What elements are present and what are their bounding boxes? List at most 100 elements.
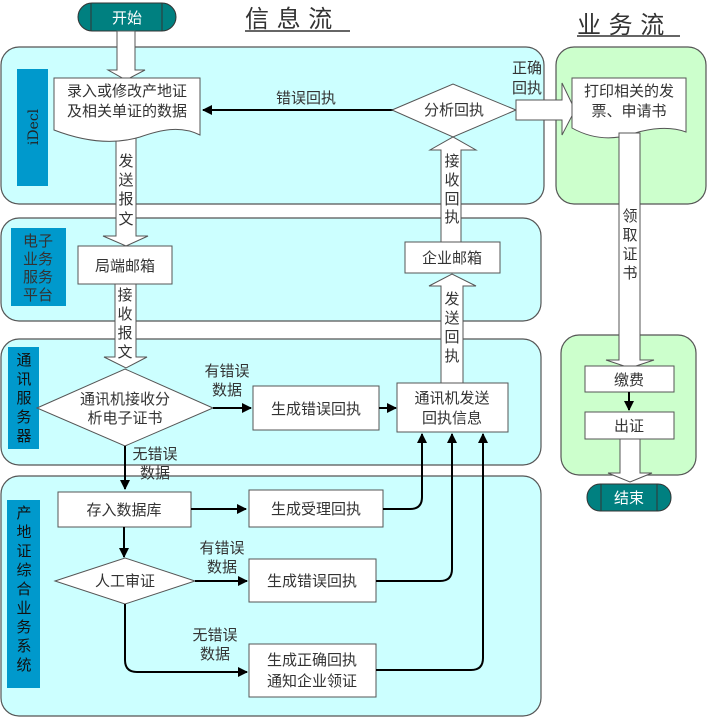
- svg-text:无错误: 无错误: [192, 626, 237, 644]
- svg-text:通知企业领证: 通知企业领证: [267, 672, 357, 690]
- lane-label-origin: 产 地 证 综 合 业 务 系 统: [16, 504, 31, 674]
- node-enterprise-mailbox: [404, 241, 501, 274]
- edge-label-correct-receipt: 正确 回执: [512, 59, 542, 97]
- svg-text:送: 送: [444, 309, 459, 327]
- svg-text:取: 取: [622, 226, 637, 244]
- svg-text:通讯机接收分: 通讯机接收分: [80, 390, 170, 408]
- svg-text:回执: 回执: [512, 79, 542, 97]
- svg-text:证: 证: [16, 542, 31, 560]
- svg-text:出证: 出证: [614, 417, 644, 435]
- node-store-db: [57, 491, 192, 528]
- edge-label-collect-cert: 领 取 证 书: [622, 207, 637, 282]
- svg-text:证: 证: [622, 245, 637, 263]
- svg-text:结束: 结束: [614, 489, 644, 507]
- svg-text:开始: 开始: [112, 9, 142, 27]
- node-pay-fee: [584, 365, 675, 393]
- svg-text:及相关单证的数据: 及相关单证的数据: [67, 102, 187, 120]
- svg-text:无错误: 无错误: [132, 445, 177, 463]
- svg-text:业务: 业务: [23, 250, 53, 268]
- svg-text:回: 回: [444, 328, 459, 346]
- edge-label-send-message: 发 送 报 文: [118, 152, 133, 228]
- edge-label-receive-message: 接 收 报 文: [117, 286, 132, 361]
- arrow-start-to-input: [106, 30, 146, 81]
- svg-text:通: 通: [16, 351, 31, 369]
- edge-label-no-error-2: 无错误 数据: [192, 626, 237, 663]
- lane-label-ebiz: 电子 业务 服务 平台: [23, 232, 53, 304]
- svg-text:分析回执: 分析回执: [424, 101, 484, 119]
- header-business-flow: 业 务 流: [577, 11, 664, 39]
- svg-text:业: 业: [16, 599, 31, 617]
- svg-text:票、申请书: 票、申请书: [591, 102, 666, 120]
- svg-text:数据: 数据: [207, 558, 237, 576]
- node-bureau-mailbox: [77, 245, 173, 285]
- svg-text:服务: 服务: [23, 268, 53, 286]
- lane-label-ebiz-bg: [11, 228, 66, 306]
- svg-text:器: 器: [16, 427, 31, 445]
- svg-text:有错误: 有错误: [204, 362, 249, 380]
- svg-text:统: 统: [16, 656, 31, 674]
- svg-text:数据: 数据: [140, 464, 170, 482]
- svg-text:综: 综: [16, 561, 31, 579]
- svg-text:产: 产: [16, 504, 31, 522]
- svg-text:发: 发: [444, 290, 459, 308]
- svg-text:通讯机发送: 通讯机发送: [414, 389, 489, 407]
- edge-label-receive-receipt: 接 收 回 执: [444, 152, 459, 226]
- svg-text:执: 执: [444, 347, 459, 365]
- lane-label-comm-bg: [8, 347, 39, 449]
- svg-text:合: 合: [16, 580, 31, 598]
- svg-text:务: 务: [16, 618, 31, 636]
- svg-text:文: 文: [117, 343, 132, 361]
- svg-text:生成错误回执: 生成错误回执: [271, 400, 361, 418]
- arrow-send-receipt: [428, 273, 477, 384]
- svg-text:讯: 讯: [16, 370, 31, 388]
- arrow-receive-message: [103, 283, 148, 369]
- svg-text:系: 系: [16, 637, 31, 655]
- svg-text:缴费: 缴费: [614, 371, 644, 389]
- lane-label-idecl: iDecl: [26, 108, 42, 145]
- svg-text:人工审证: 人工审证: [95, 572, 155, 590]
- svg-text:收: 收: [444, 171, 459, 189]
- arrow-correct-receipt: [515, 82, 576, 136]
- svg-text:回: 回: [444, 190, 459, 208]
- start-terminal: 开始: [77, 2, 177, 32]
- svg-text:打印相关的发: 打印相关的发: [584, 82, 674, 100]
- arrow-receive-receipt: [428, 136, 478, 244]
- svg-text:收: 收: [117, 305, 132, 323]
- edge-label-send-receipt: 发 送 回 执: [444, 290, 459, 365]
- node-gen-correct-receipt: [248, 643, 377, 698]
- arrow-no-error-2: [124, 604, 248, 677]
- svg-text:送: 送: [118, 171, 133, 189]
- header-info-flow: 信 息 流: [245, 5, 332, 33]
- svg-text:平台: 平台: [23, 286, 53, 304]
- node-gen-error-receipt-2: [248, 558, 377, 603]
- lane-label-idecl-bg: [17, 69, 48, 186]
- arrow-issue-to-end: [607, 438, 653, 483]
- svg-text:发: 发: [118, 152, 133, 170]
- svg-text:数据: 数据: [200, 645, 230, 663]
- svg-text:服: 服: [16, 389, 31, 407]
- svg-text:电子: 电子: [23, 232, 53, 250]
- svg-text:局端邮箱: 局端邮箱: [95, 257, 155, 275]
- lane-label-comm: 通 讯 服 务 器: [16, 351, 31, 445]
- svg-text:务: 务: [16, 408, 31, 426]
- node-input-data: [53, 77, 201, 142]
- node-comm-send: [396, 382, 509, 433]
- svg-text:析电子证书: 析电子证书: [87, 409, 162, 427]
- svg-text:企业邮箱: 企业邮箱: [422, 249, 482, 267]
- svg-text:文: 文: [118, 210, 133, 228]
- svg-text:报: 报: [118, 190, 133, 208]
- svg-text:报: 报: [117, 324, 132, 342]
- edge-label-has-error-1: 有错误 数据: [204, 362, 249, 399]
- svg-text:生成正确回执: 生成正确回执: [267, 651, 357, 669]
- edge-label-error-receipt: 错误回执: [276, 89, 336, 107]
- svg-text:接: 接: [117, 286, 132, 304]
- edge-label-no-error-1: 无错误 数据: [132, 445, 177, 482]
- svg-text:录入或修改产地证: 录入或修改产地证: [67, 82, 187, 100]
- svg-text:数据: 数据: [212, 381, 242, 399]
- svg-text:有错误: 有错误: [199, 539, 244, 557]
- connector-correct-to-comm-send: [376, 433, 488, 671]
- arrow-send-message: [102, 131, 149, 247]
- svg-text:正确: 正确: [512, 59, 542, 77]
- svg-text:存入数据库: 存入数据库: [86, 501, 161, 519]
- svg-text:执: 执: [444, 208, 459, 226]
